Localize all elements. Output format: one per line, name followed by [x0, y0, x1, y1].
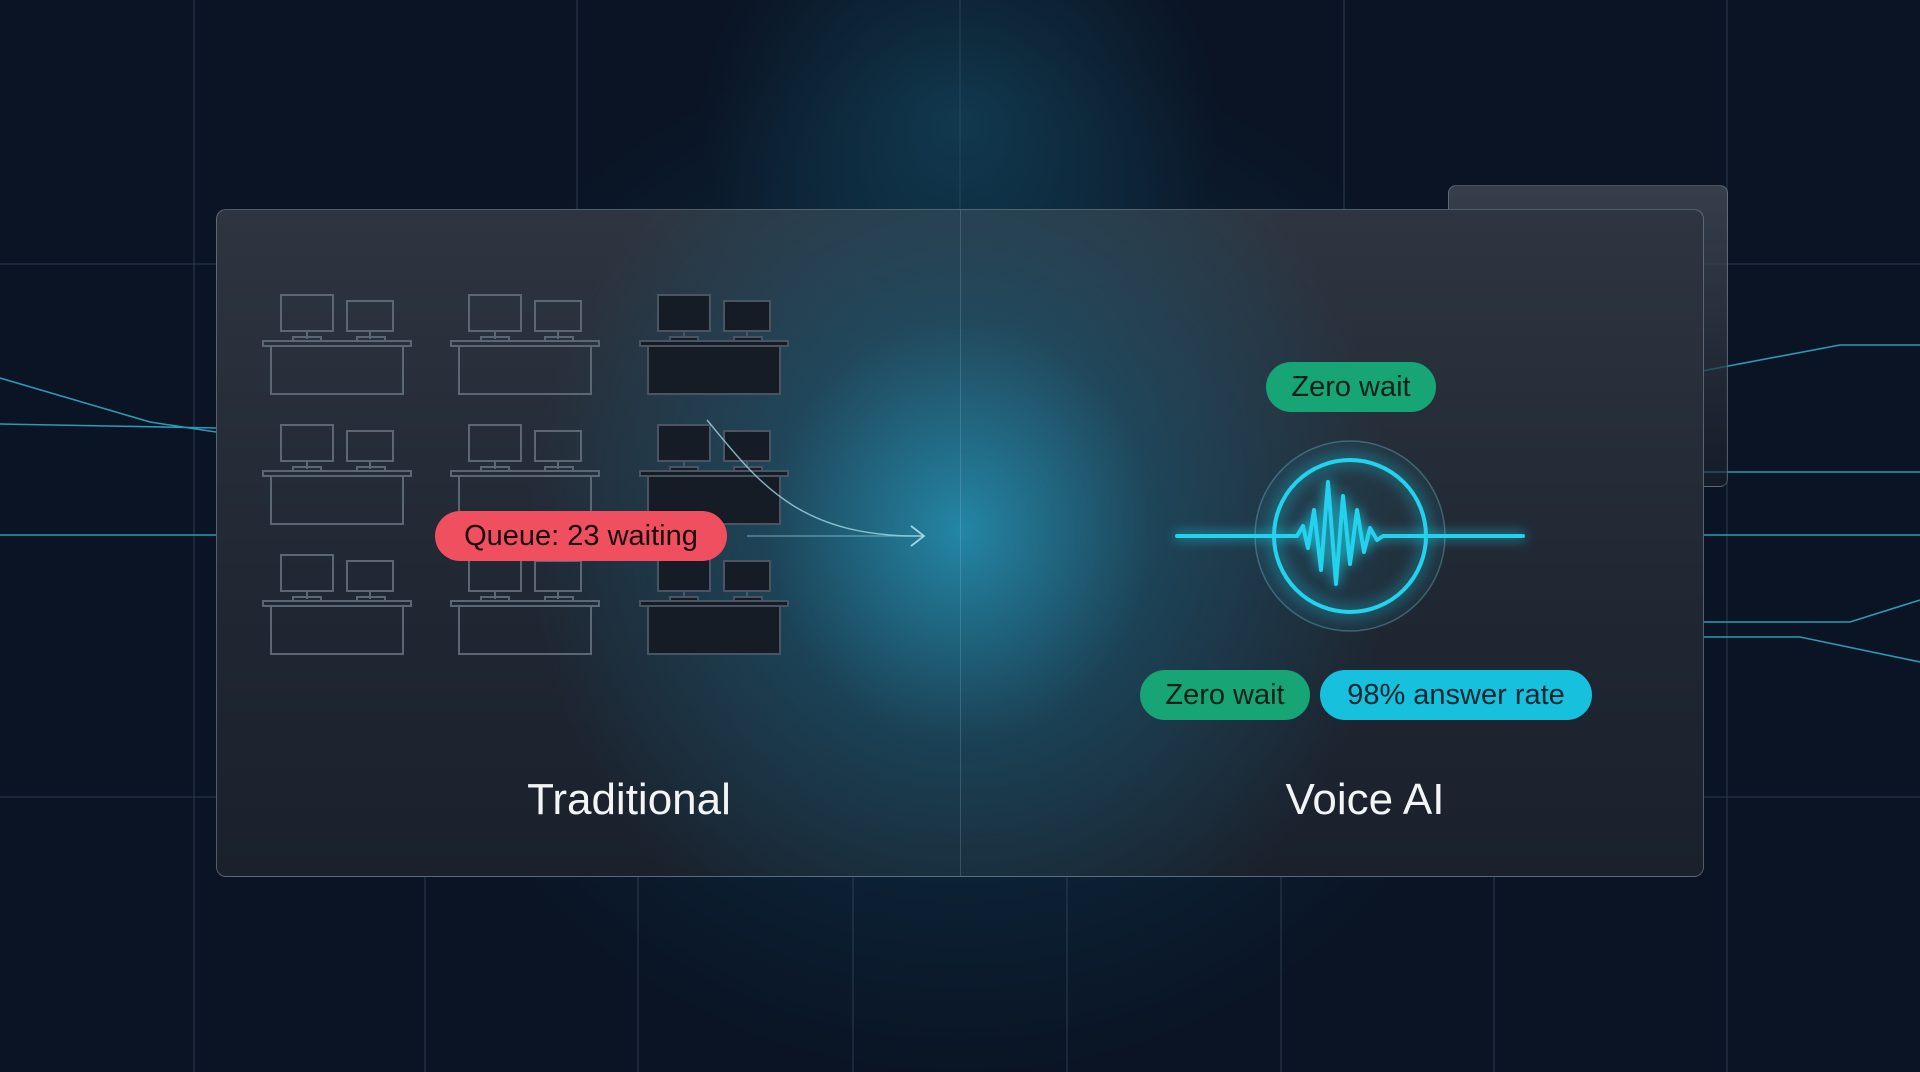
desk-with-monitors-icon [450, 294, 600, 395]
workstation-grid [262, 294, 789, 655]
panel-graphics [262, 294, 1525, 655]
voice-ai-label: Voice AI [1285, 775, 1445, 824]
zero-wait-badge: Zero wait [1140, 670, 1310, 720]
voice-waveform-icon [1175, 440, 1525, 632]
zero-wait-badge-top: Zero wait [1266, 362, 1436, 412]
desk-with-monitors-icon [639, 424, 789, 525]
desk-with-monitors-icon [639, 294, 789, 395]
arrow-right-icon [706, 419, 924, 537]
traditional-label: Traditional [527, 775, 731, 824]
desk-with-monitors-icon [262, 424, 412, 525]
desk-with-monitors-icon [450, 554, 600, 655]
queue-badge: Queue: 23 waiting [435, 511, 727, 561]
desk-with-monitors-icon [262, 294, 412, 395]
desk-with-monitors-icon [450, 424, 600, 525]
desk-with-monitors-icon [262, 554, 412, 655]
comparison-panel: Queue: 23 waiting Zero wait Zero wait 98… [216, 209, 1704, 877]
arrow-head [910, 525, 926, 547]
answer-rate-badge: 98% answer rate [1320, 670, 1592, 720]
desk-with-monitors-icon [639, 554, 789, 655]
center-divider [960, 210, 961, 876]
